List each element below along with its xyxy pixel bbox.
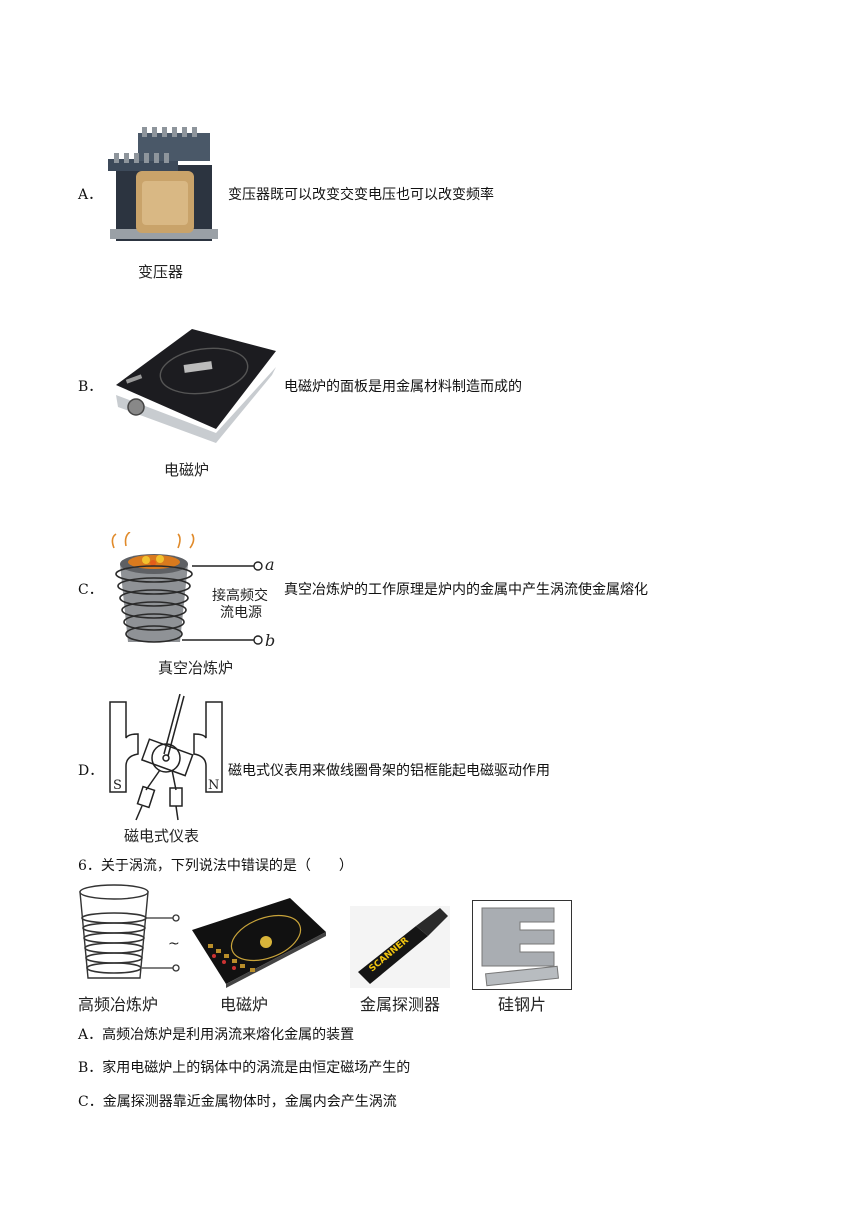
option-d-caption: 磁电式仪表 — [124, 827, 200, 845]
transformer-image — [108, 127, 218, 241]
label-b: b — [265, 631, 276, 650]
metal-detector-caption: 金属探测器 — [360, 995, 441, 1014]
option-c-caption: 真空冶炼炉 — [158, 659, 234, 677]
option-b-statement: 电磁炉的面板是用金属材料制造而成的 — [284, 379, 522, 395]
metal-detector-image: SCANNER — [350, 906, 450, 988]
option-b-caption: 电磁炉 — [164, 461, 210, 479]
option-c-statement: 真空冶炼炉的工作原理是炉内的金属中产生涡流使金属熔化 — [284, 582, 648, 598]
option-a-caption: 变压器 — [138, 263, 184, 281]
magnet-n-label: N — [208, 778, 220, 793]
hf-furnace-caption: 高频冶炼炉 — [78, 995, 159, 1014]
magnet-s-label: S — [113, 778, 122, 793]
option-d-statement: 磁电式仪表用来做线圈骨架的铝框能起电磁驱动作用 — [228, 763, 550, 779]
option-b-letter: B． — [78, 379, 103, 395]
option-d-letter: D． — [78, 763, 104, 779]
silicon-steel-image — [472, 900, 572, 990]
question-6-option-a: A．高频冶炼炉是利用涡流来熔化金属的装置 — [78, 1027, 355, 1043]
vacuum-smelting-furnace-diagram — [111, 532, 263, 645]
option-a-letter: A． — [78, 187, 103, 203]
question-6-option-b: B．家用电磁炉上的锅体中的涡流是由恒定磁场产生的 — [78, 1060, 411, 1076]
power-source-label-line2: 流电源 — [220, 605, 262, 621]
power-source-label-line1: 接高频交 — [212, 588, 268, 604]
q6-induction-cooker-image — [192, 898, 326, 988]
q6-induction-cooker-caption: 电磁炉 — [220, 995, 269, 1014]
label-a: a — [265, 555, 275, 574]
hf-furnace-diagram — [79, 884, 180, 979]
option-c-letter: C． — [78, 582, 103, 598]
silicon-steel-caption: 硅钢片 — [498, 995, 547, 1014]
question-6-stem: 6．关于涡流，下列说法中错误的是（ ） — [78, 858, 353, 874]
induction-cooker-image — [116, 329, 276, 443]
magnetoelectric-meter-diagram — [109, 694, 223, 821]
tilde-symbol: ~ — [168, 936, 180, 952]
question-6-option-c: C．金属探测器靠近金属物体时，金属内会产生涡流 — [78, 1094, 397, 1110]
option-a-statement: 变压器既可以改变交变电压也可以改变频率 — [228, 187, 494, 203]
